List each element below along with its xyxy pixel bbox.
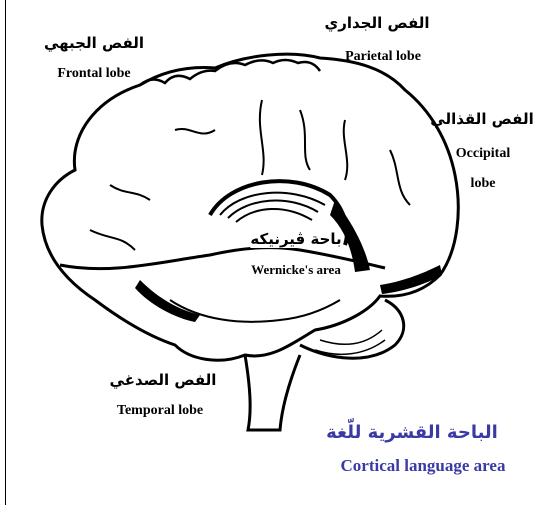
sulcus-4 <box>175 129 215 134</box>
wernicke-area-label-ar: باحة ڤيرنيكه <box>250 230 341 248</box>
brainstem <box>245 355 300 430</box>
sulcus-6 <box>110 185 150 200</box>
caption-en: Cortical language area <box>341 456 506 476</box>
temporal-lobe-label-en: Temporal lobe <box>117 403 203 419</box>
caption-ar: الباحة القشرية للّغة <box>326 422 498 443</box>
sulcus-2 <box>300 110 310 170</box>
parietal-lobe-label-en: Parietal lobe <box>345 49 421 65</box>
wernicke-area-label-en: Wernicke's area <box>251 262 341 278</box>
cerebrum-outline <box>42 54 458 360</box>
occipital-lobe-label-ar: الفص القذالي <box>430 110 533 128</box>
sulcus-3 <box>344 120 348 180</box>
occipital-lobe-label-en-line2: lobe <box>471 176 496 192</box>
frontal-lobe-label-ar: الفص الجبهي <box>44 34 144 52</box>
sulcus-5 <box>390 150 410 205</box>
frontal-lobe-label-en: Frontal lobe <box>57 66 130 82</box>
occipital-lobe-label-en-line1: Occipital <box>456 146 510 162</box>
sulcus-central <box>260 100 264 175</box>
sulcus-7 <box>90 230 135 250</box>
parietal-lobe-label-ar: الفص الجداري <box>324 14 429 32</box>
temporal-lobe-label-ar: الفص الصدغي <box>110 371 217 389</box>
